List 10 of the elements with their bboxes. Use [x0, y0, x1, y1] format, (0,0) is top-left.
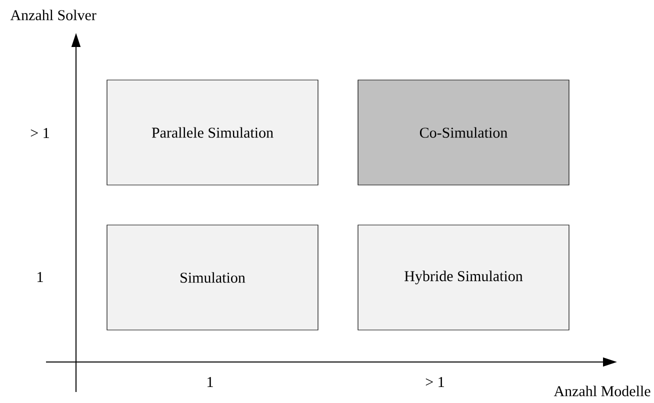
axis-tick-label: 1	[38, 272, 43, 282]
quadrant-box: Simulation	[106, 224, 318, 330]
axis-tick-label: 1	[208, 377, 213, 387]
axis-tick-label: > 1	[426, 377, 444, 387]
axis-title: Anzahl Solver	[10, 10, 96, 20]
quadrant-box: Co-Simulation	[358, 80, 570, 186]
quadrant-box: Hybride Simulation	[358, 224, 570, 330]
axis-title: Anzahl Modelle	[554, 386, 650, 396]
axis-tick-label: > 1	[30, 128, 49, 138]
quadrant-box: Parallele Simulation	[106, 80, 318, 186]
